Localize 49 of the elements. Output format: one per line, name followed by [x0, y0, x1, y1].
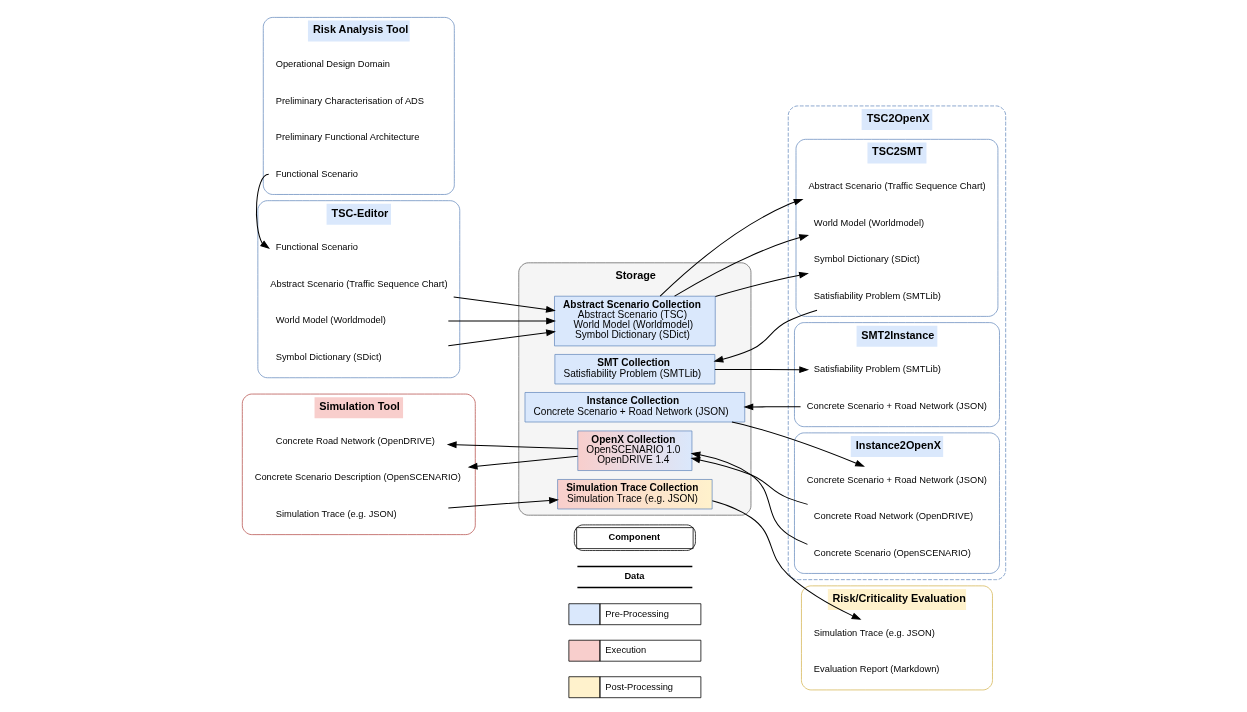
node-text: Functional Scenario	[275, 242, 358, 253]
legend-label: Pre-Processing	[604, 608, 669, 619]
arrow	[447, 497, 559, 509]
node-text: Concrete Road Network (OpenDRIVE)	[275, 435, 435, 446]
node-text: Concrete Road Network (OpenDRIVE)	[813, 511, 973, 522]
node-text: World Model (Worldmodel)	[813, 217, 924, 228]
arrow	[714, 271, 809, 297]
arrow	[467, 455, 578, 470]
node-text: Satisfiability Problem (SMTLib)	[813, 290, 941, 301]
arrow	[659, 198, 803, 297]
node-text: Evaluation Report (Markdown)	[813, 664, 939, 675]
node-text: Simulation Trace (e.g. JSON)	[275, 508, 397, 519]
arrow	[742, 403, 801, 411]
arrow	[446, 441, 578, 450]
arrow	[673, 234, 809, 297]
node-text: Abstract Scenario (Traffic Sequence Chart)	[269, 278, 448, 289]
node-text: Satisfiability Problem (SMTLib)	[813, 364, 941, 375]
node-text: Abstract Scenario (Traffic Sequence Chart)	[807, 181, 986, 192]
arrow	[730, 421, 865, 467]
legend-label: Post-Processing	[604, 681, 673, 692]
arrow	[255, 173, 270, 249]
arrow	[452, 296, 556, 313]
legend-label: Component	[607, 531, 660, 542]
node-text: Preliminary Characterisation of ADS	[275, 95, 424, 106]
node-text: Concrete Scenario Description (OpenSCENARIO)	[254, 472, 461, 483]
node-text: World Model (Worldmodel)	[275, 315, 386, 326]
legend-label: Data	[623, 570, 645, 581]
node-text: Symbol Dictionary (SDict)	[813, 254, 920, 265]
arrow	[690, 451, 808, 545]
arrow	[713, 366, 809, 374]
arrow	[713, 309, 817, 363]
arrow	[711, 500, 861, 620]
node-box: Simulation Trace Collection Simulation Trace (e.g. JSON)	[556, 479, 713, 510]
arrow	[447, 317, 556, 325]
node-text: Symbol Dictionary (SDict)	[275, 351, 382, 362]
node-box: Instance Collection Concrete Scenario + Road Network (JSON)	[524, 392, 745, 423]
node-box: Abstract Scenario Collection Abstract Scenario (TSC) World Model (Worldmodel) Symbol Dictionary (SDict)	[553, 295, 716, 347]
node-text: Concrete Scenario + Road Network (JSON)	[806, 400, 987, 411]
arrow	[689, 456, 808, 505]
node-text: Functional Scenario	[275, 168, 358, 179]
node-text: Simulation Trace (e.g. JSON)	[813, 627, 935, 638]
node-box: SMT Collection Satisfiability Problem (SMTLib)	[554, 354, 715, 385]
legend-label: Execution	[604, 645, 646, 656]
node-text: Preliminary Functional Architecture	[275, 132, 419, 143]
node-text: Concrete Scenario (OpenSCENARIO)	[813, 547, 971, 558]
node-text: Concrete Scenario + Road Network (JSON)	[806, 474, 987, 485]
arrow	[447, 329, 556, 347]
node-text: Operational Design Domain	[275, 59, 390, 70]
node-box: OpenX Collection OpenSCENARIO 1.0 OpenDRIVE 1.4	[576, 430, 692, 471]
